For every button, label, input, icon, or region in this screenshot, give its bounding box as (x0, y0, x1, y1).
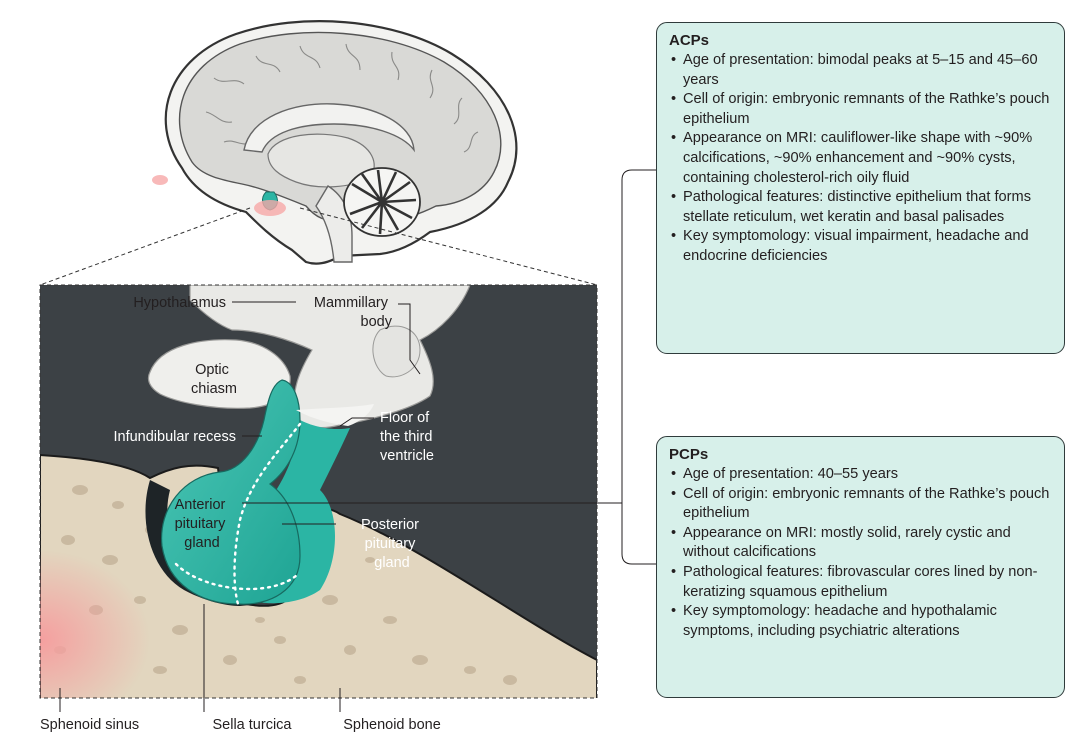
label-posterior-line3: gland (374, 555, 409, 571)
pituitary-inset (40, 285, 597, 698)
label-optic-chiasm-line1: Optic (195, 362, 229, 378)
zoom-line-right (299, 207, 598, 286)
label-posterior-line2: pituitary (365, 536, 417, 552)
acp-info-box: ACPs Age of presentation: bimodal peaks … (656, 22, 1065, 354)
pcp-title: PCPs (669, 446, 709, 463)
label-sphenoid-sinus: Sphenoid sinus (40, 717, 139, 733)
pcp-item-origin: Cell of origin: embryonic remnants of th… (669, 485, 1052, 524)
acp-item-pathology: Pathological features: distinctive epith… (669, 188, 1052, 227)
label-sella-turcica: Sella turcica (213, 717, 293, 733)
inset-labels: Hypothalamus Mammillary body Optic chias… (40, 295, 441, 733)
floor-leader (339, 417, 374, 427)
label-anterior-pituitary: Anterior pituitary gland (175, 497, 230, 551)
brain-sagittal (152, 20, 518, 265)
acp-item-symptoms: Key symptomology: visual impairment, hea… (669, 227, 1052, 266)
label-sphenoid-bone: Sphenoid bone (343, 717, 441, 733)
label-anterior-line2: pituitary (175, 516, 227, 532)
arbor-vitae (349, 169, 417, 235)
brain-sinus-pink (254, 200, 286, 216)
label-optic-chiasm-line2: chiasm (191, 381, 237, 397)
mammillary-leader (398, 303, 421, 375)
pcp-info-box: PCPs Age of presentation: 40–55 years Ce… (656, 436, 1065, 698)
acp-list: Age of presentation: bimodal peaks at 5–… (669, 51, 1052, 267)
label-anterior-line1: Anterior (175, 497, 226, 513)
brain-cortex (178, 31, 502, 222)
leader-lines (59, 169, 656, 712)
box-connector-bracket (621, 169, 656, 565)
label-floor-line1: Floor of (380, 410, 430, 426)
infundibular-dotted-line (233, 422, 302, 606)
mammillary-lobe (372, 325, 421, 378)
cerebellum (343, 167, 421, 237)
pcp-item-age: Age of presentation: 40–55 years (669, 465, 1052, 485)
label-mammillary-body: Mammillary body (314, 295, 393, 330)
corpus-callosum (243, 103, 415, 153)
label-mammillary-body-line1: Mammillary (314, 295, 389, 311)
label-floor-line2: the third (380, 429, 432, 445)
label-floor-line3: ventricle (380, 448, 434, 464)
label-floor-third-ventricle: Floor of the third ventricle (380, 410, 436, 464)
acp-item-mri: Appearance on MRI: cauliflower-like shap… (669, 129, 1052, 188)
pcp-item-pathology: Pathological features: fibrovascular cor… (669, 563, 1052, 602)
label-posterior-pituitary: Posterior pituitary gland (361, 517, 423, 571)
acp-item-origin: Cell of origin: embryonic remnants of th… (669, 90, 1052, 129)
brainstem (315, 185, 353, 263)
label-optic-chiasm: Optic chiasm (191, 362, 237, 397)
label-posterior-line1: Posterior (361, 517, 419, 533)
pcp-item-symptoms: Key symptomology: headache and hypothala… (669, 602, 1052, 641)
cortex-folds (205, 43, 479, 153)
acp-title: ACPs (669, 32, 710, 49)
label-hypothalamus: Hypothalamus (133, 295, 226, 311)
label-infundibular-recess: Infundibular recess (113, 429, 236, 445)
label-anterior-line3: gland (184, 535, 219, 551)
pcp-list: Age of presentation: 40–55 years Cell of… (669, 465, 1052, 641)
third-ventricle-floor (296, 404, 374, 426)
inset-frame (39, 284, 598, 699)
label-mammillary-body-line2: body (361, 314, 393, 330)
zoom-line-left (39, 207, 251, 286)
pcp-item-mri: Appearance on MRI: mostly solid, rarely … (669, 524, 1052, 563)
brain-frontal-pink (152, 175, 168, 185)
sphenoid-sinus-region (40, 550, 150, 698)
gland-base-dotted-line (174, 562, 300, 591)
acp-item-age: Age of presentation: bimodal peaks at 5–… (669, 51, 1052, 90)
